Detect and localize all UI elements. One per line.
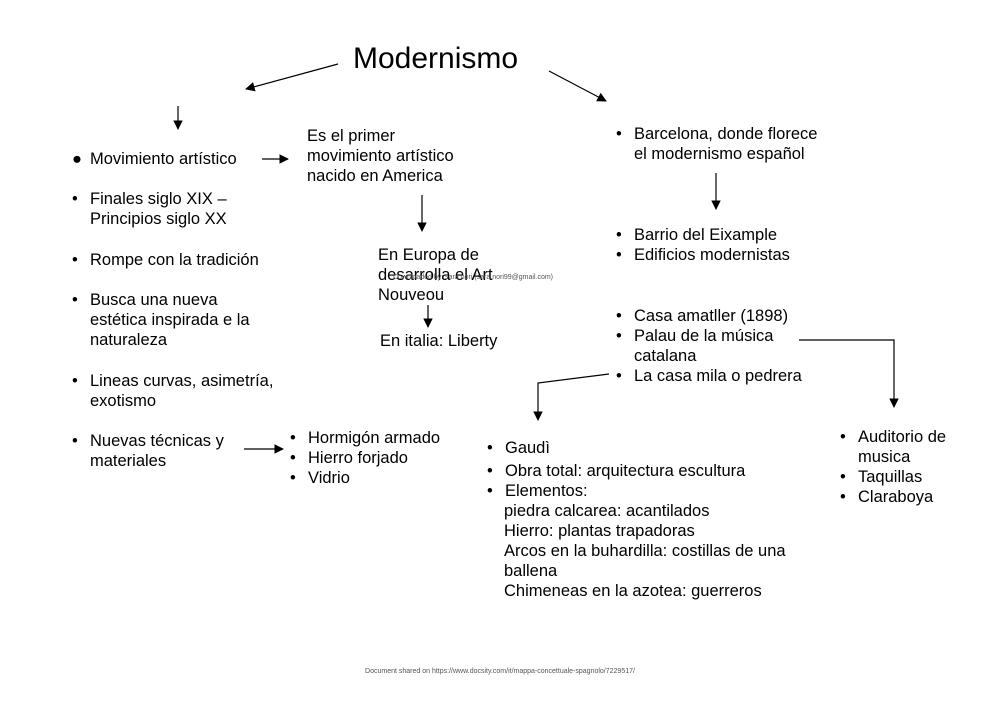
list-item-text: Hierro forjado — [308, 449, 408, 467]
list-item-text: Edificios modernistas — [634, 246, 790, 264]
italia-label: En italia: Liberty — [380, 332, 498, 350]
arrow-title-left — [245, 63, 339, 92]
page-title: Modernismo — [353, 42, 519, 75]
list-item-text: Casa amatller (1898) — [634, 307, 789, 325]
watermark: Downloaded by: sara nori (sara.nori99@gm… — [393, 274, 554, 281]
europa-box: En Europa de desarrolla el Art Nouveou — [378, 246, 493, 304]
list-item-text: Barrio del Eixample — [634, 226, 778, 244]
america-box: Es el primer movimiento artístico nacido… — [307, 127, 454, 185]
list-item-text: Taquillas — [858, 468, 923, 486]
list-item-text: Vidrio — [308, 469, 350, 487]
list-item-text: Finales siglo XIX –Principios siglo XX — [90, 190, 227, 228]
list-item-text: Movimiento artístico — [90, 150, 237, 168]
list-item-text: Obra total: arquitectura escultura — [505, 462, 746, 480]
list-item-text: Claraboya — [858, 488, 934, 506]
list-item-text: Hormigón armado — [308, 429, 441, 447]
list-item-text: Elementos: — [505, 482, 588, 500]
arrow-pedrera-gaudi — [533, 373, 610, 421]
list-item-text: Gaudì — [505, 439, 550, 457]
gaudi-details: piedra calcarea: acantilados Hierro: pla… — [504, 502, 786, 600]
arrow-title-right — [548, 70, 607, 102]
list-item-text: Lineas curvas, asimetría,exotismo — [90, 372, 274, 410]
list-item-text: La casa mila o pedrera — [634, 367, 802, 385]
footer-source: Document shared on https://www.docsity.c… — [365, 668, 635, 675]
list-item-text: Rompe con la tradición — [90, 251, 259, 269]
arrow-palau-auditorio — [799, 339, 899, 408]
